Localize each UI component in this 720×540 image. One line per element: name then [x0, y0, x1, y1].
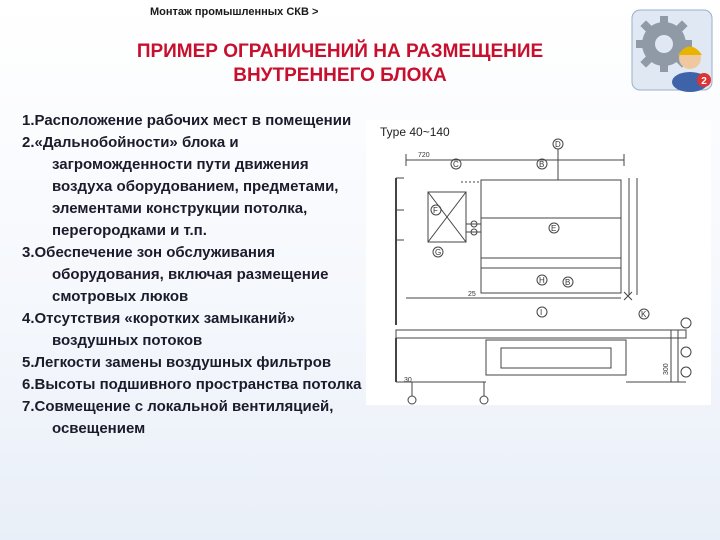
dim-25: 25: [468, 291, 476, 298]
callout-b-top: B: [539, 160, 544, 169]
callout-b: B: [565, 278, 570, 287]
badge: [697, 73, 711, 87]
engineer-icon: [672, 46, 708, 92]
top-view: 720 25: [395, 152, 638, 325]
callout-g: G: [435, 248, 441, 257]
callout-c: C: [453, 160, 459, 169]
dim-30: 30: [404, 377, 412, 384]
callout-h: H: [539, 276, 545, 285]
side-view: 300 30: [395, 317, 692, 405]
callout-f: F: [433, 206, 438, 215]
page-title: ПРИМЕР ОГРАНИЧЕНИЙ НА РАЗМЕЩЕНИЕ ВНУТРЕН…: [80, 40, 600, 88]
list-item: 1.Расположение рабочих мест в помещении: [22, 112, 352, 129]
callout-d: D: [555, 140, 561, 149]
badge-number: 2: [701, 76, 707, 87]
callout-e: E: [551, 224, 556, 233]
list-item: 6.Высоты подшивного пространства потолка: [22, 376, 362, 393]
gear-engineer-logo: 2: [631, 9, 713, 92]
callouts-top: D C B E F G H B I K: [430, 138, 650, 320]
callout-i: I: [540, 308, 542, 317]
callout-k: K: [641, 310, 647, 319]
title-line-1: ПРИМЕР ОГРАНИЧЕНИЙ НА РАЗМЕЩЕНИЕ: [136, 41, 544, 62]
list-item: 3.Обеспечение зон обслуживания оборудова…: [22, 244, 329, 305]
list-item: 7.Совмещение с локальной вентиляцией, ос…: [22, 398, 334, 437]
indoor-unit-drawing: Type 40~140 720 25 D C B E F G H B I: [366, 120, 711, 405]
list-item: 2.«Дальнобойности» блока и загроможденно…: [22, 134, 339, 239]
constraints-list: 1.Расположение рабочих мест в помещении …: [22, 110, 367, 440]
dim-300: 300: [663, 363, 670, 375]
title-line-2: ВНУТРЕННЕГО БЛОКА: [233, 65, 447, 86]
list-item: 4.Отсутствия «коротких замыканий» воздуш…: [22, 310, 295, 349]
type-label: Type 40~140: [380, 125, 450, 139]
breadcrumb: Монтаж промышленных СКВ >: [150, 6, 319, 18]
list-item: 5.Легкости замены воздушных фильтров: [22, 354, 332, 371]
dim-720: 720: [418, 152, 430, 159]
